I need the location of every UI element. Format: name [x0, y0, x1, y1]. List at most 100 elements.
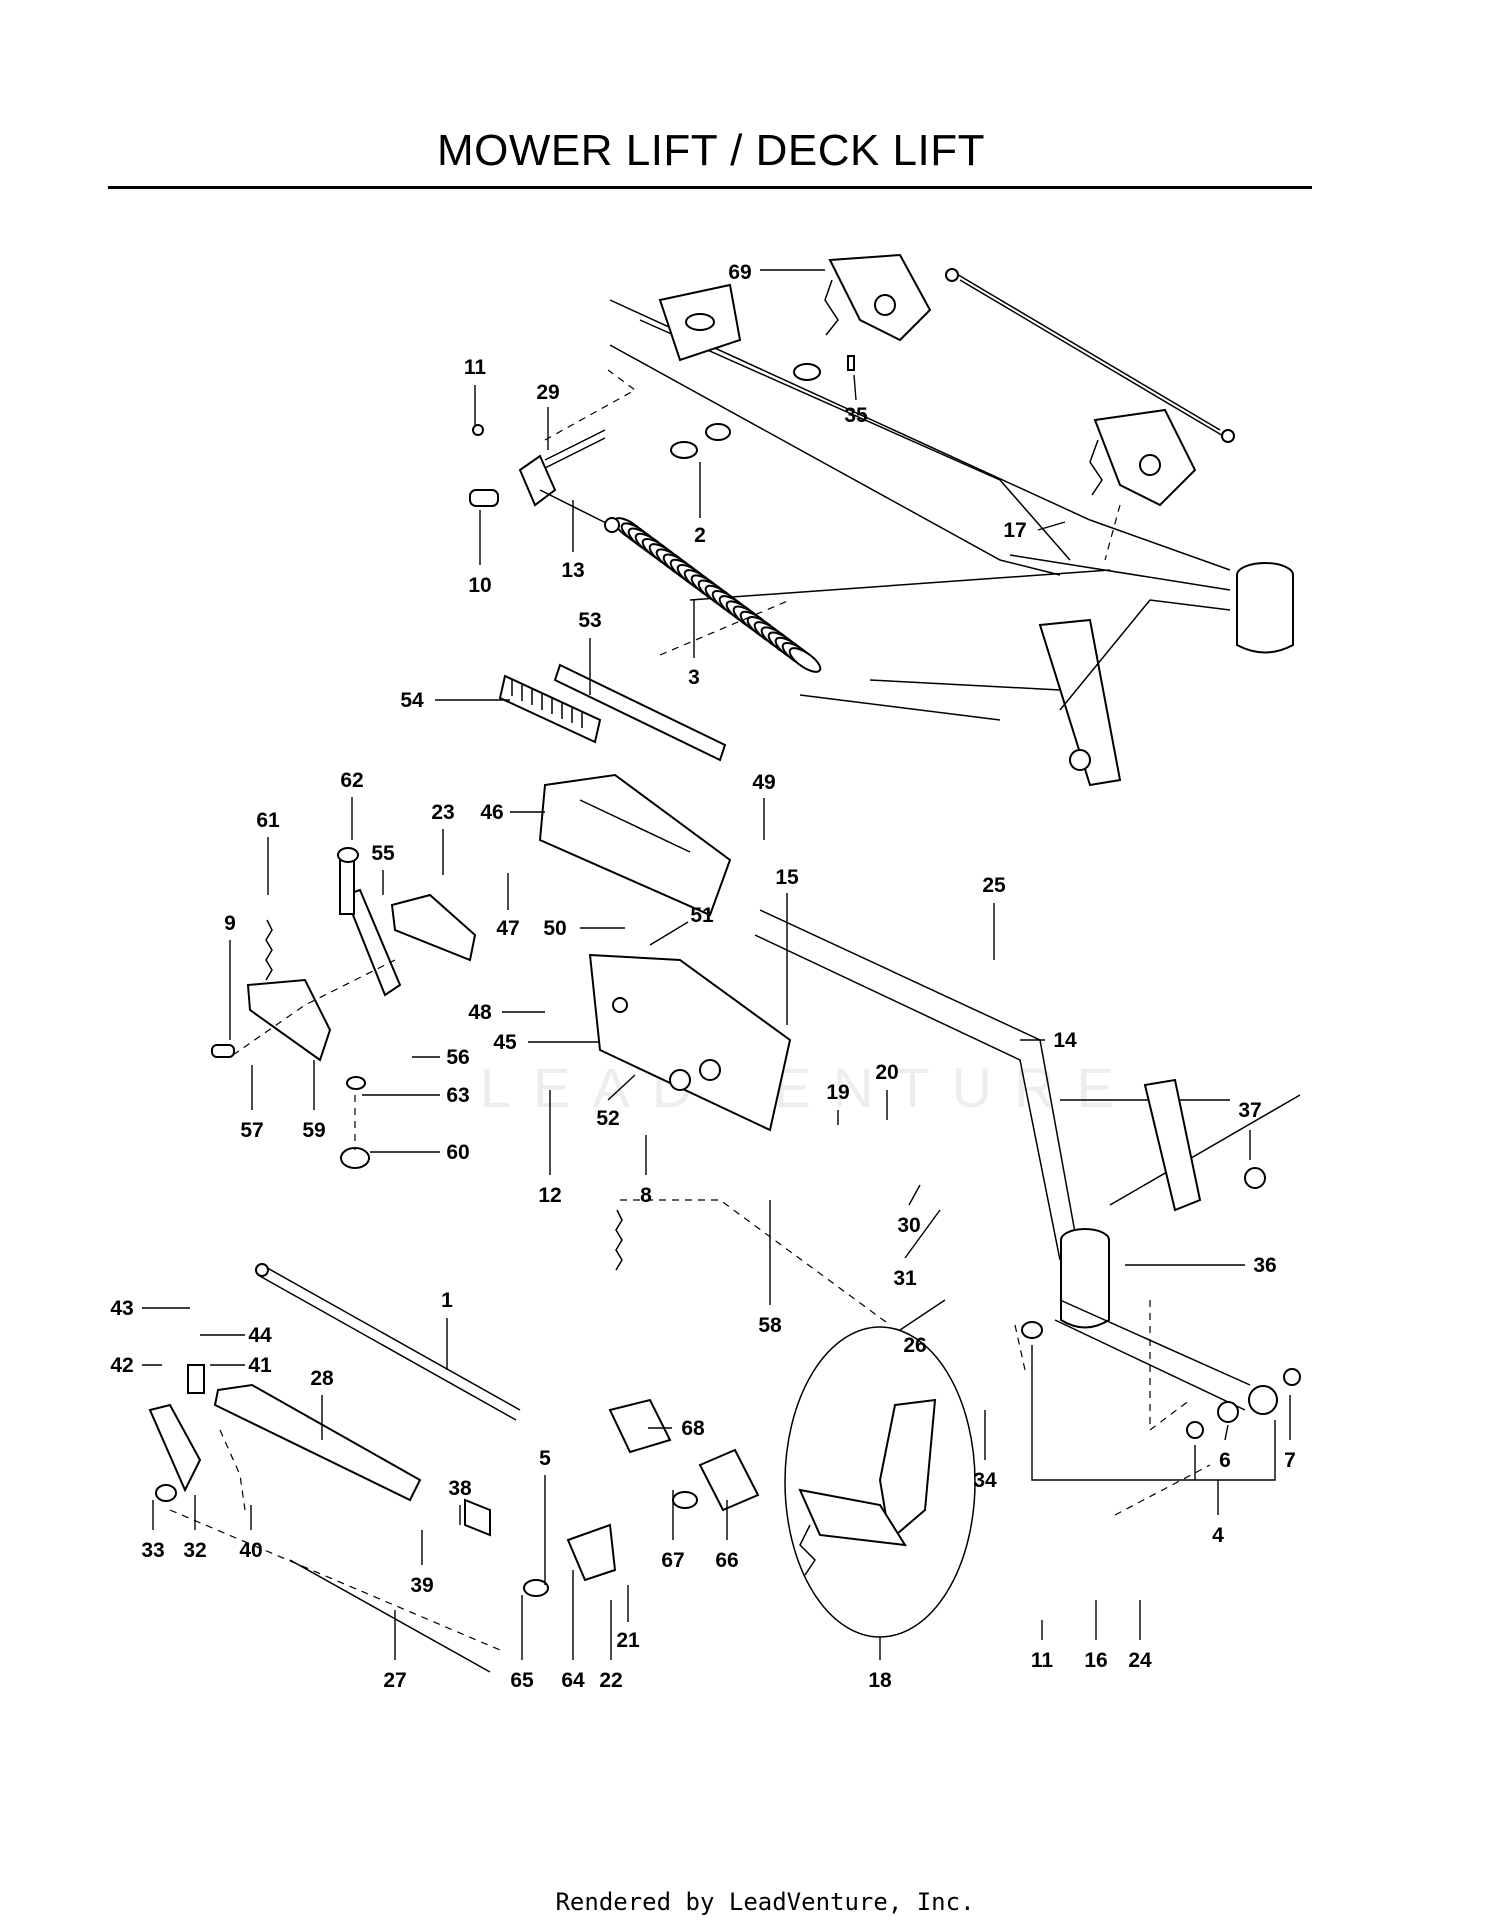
lift-arm-lower: [1089, 408, 1197, 507]
bracket-line-4: [1031, 1345, 1276, 1481]
leader-line-26: [899, 1299, 946, 1331]
watermark: LEADVENTURE: [480, 1056, 1136, 1119]
callout-31: 31: [893, 1267, 917, 1290]
callout-38: 38: [448, 1477, 472, 1500]
footer-credit: Rendered by LeadVenture, Inc.: [555, 1888, 975, 1916]
callout-6: 6: [1219, 1449, 1231, 1472]
callout-61: 61: [256, 809, 280, 832]
callout-12: 12: [538, 1184, 561, 1207]
callout-58: 58: [758, 1314, 782, 1337]
callout-34: 34: [973, 1469, 997, 1492]
callout-3: 3: [688, 666, 700, 689]
leader-line-17: [1037, 521, 1066, 531]
callout-52: 52: [596, 1107, 619, 1130]
callout-42: 42: [110, 1354, 133, 1377]
callout-20: 20: [875, 1061, 898, 1084]
callout-8: 8: [640, 1184, 652, 1207]
callout-48: 48: [468, 1001, 492, 1024]
callout-69: 69: [728, 261, 751, 284]
callout-50: 50: [543, 917, 566, 940]
callout-26: 26: [903, 1334, 926, 1357]
callout-19: 19: [826, 1081, 849, 1104]
upper-rail: [945, 268, 1235, 443]
callout-49: 49: [752, 771, 775, 794]
callout-24: 24: [1128, 1649, 1152, 1672]
callout-51: 51: [690, 904, 714, 927]
linkage-10-29: [469, 424, 620, 533]
callout-44: 44: [248, 1324, 272, 1347]
callout-18: 18: [868, 1669, 892, 1692]
callout-11b: 11: [1031, 1649, 1054, 1672]
callout-63: 63: [446, 1084, 469, 1107]
callout-5: 5: [539, 1447, 551, 1470]
callout-29: 29: [536, 381, 559, 404]
leader-line-30: [908, 1184, 921, 1206]
callout-59: 59: [302, 1119, 325, 1142]
callout-40: 40: [239, 1539, 262, 1562]
callout-53: 53: [578, 609, 601, 632]
callout-14: 14: [1053, 1029, 1077, 1052]
leader-line-52: [607, 1074, 636, 1101]
callout-30: 30: [897, 1214, 920, 1237]
callout-43: 43: [110, 1297, 133, 1320]
dashed-guides: [169, 369, 1211, 1651]
callout-68: 68: [681, 1417, 705, 1440]
callout-64: 64: [561, 1669, 585, 1692]
callout-56: 56: [446, 1046, 469, 1069]
callout-62: 62: [340, 769, 363, 792]
callout-66: 66: [715, 1549, 738, 1572]
callout-57: 57: [240, 1119, 263, 1142]
callout-67: 67: [661, 1549, 684, 1572]
left-assembly: [211, 847, 623, 1271]
callout-32: 32: [183, 1539, 206, 1562]
spring-3: [613, 517, 822, 673]
bracket-46: [538, 773, 792, 1132]
lower-center-linkage: [523, 1398, 760, 1597]
callout-9: 9: [224, 912, 236, 935]
callout-15: 15: [775, 866, 799, 889]
detail-18: [784, 1326, 976, 1638]
callout-65: 65: [510, 1669, 534, 1692]
callout-35: 35: [844, 404, 868, 427]
callout-25: 25: [982, 874, 1006, 897]
leader-line-51: [649, 921, 689, 946]
callout-45: 45: [493, 1031, 517, 1054]
callout-55: 55: [371, 842, 395, 865]
callout-27: 27: [383, 1669, 406, 1692]
callout-16: 16: [1084, 1649, 1107, 1672]
leader-line-35: [853, 374, 857, 401]
callout-47: 47: [496, 917, 519, 940]
title-underline: [108, 186, 1312, 189]
callout-36: 36: [1253, 1254, 1276, 1277]
callout-33: 33: [141, 1539, 164, 1562]
callout-7: 7: [1284, 1449, 1296, 1472]
rods-lower-left: [148, 1263, 521, 1673]
leader-line-6: [1224, 1424, 1229, 1441]
callout-1: 1: [441, 1289, 453, 1312]
callout-22: 22: [599, 1669, 622, 1692]
callout-41: 41: [248, 1354, 272, 1377]
bushings-top: [670, 355, 855, 459]
spring-coil: [788, 647, 822, 673]
callout-39: 39: [410, 1574, 433, 1597]
leader-line-31: [904, 1209, 941, 1259]
page-title: MOWER LIFT / DECK LIFT: [436, 126, 985, 175]
lift-arm-upper: [824, 253, 932, 342]
callout-37: 37: [1238, 1099, 1261, 1122]
callout-10: 10: [468, 574, 491, 597]
lower-frame: [754, 909, 1301, 1439]
callout-4: 4: [1212, 1524, 1224, 1547]
callout-11: 11: [464, 356, 487, 379]
callout-13: 13: [561, 559, 584, 582]
main-frame: [609, 283, 1294, 787]
callout-54: 54: [400, 689, 424, 712]
callout-60: 60: [446, 1141, 469, 1164]
callout-28: 28: [310, 1367, 334, 1390]
callout-23: 23: [431, 801, 454, 824]
callout-46: 46: [480, 801, 503, 824]
height-gauge-53-54: [498, 663, 727, 762]
callout-21: 21: [616, 1629, 640, 1652]
callout-2: 2: [694, 524, 706, 547]
